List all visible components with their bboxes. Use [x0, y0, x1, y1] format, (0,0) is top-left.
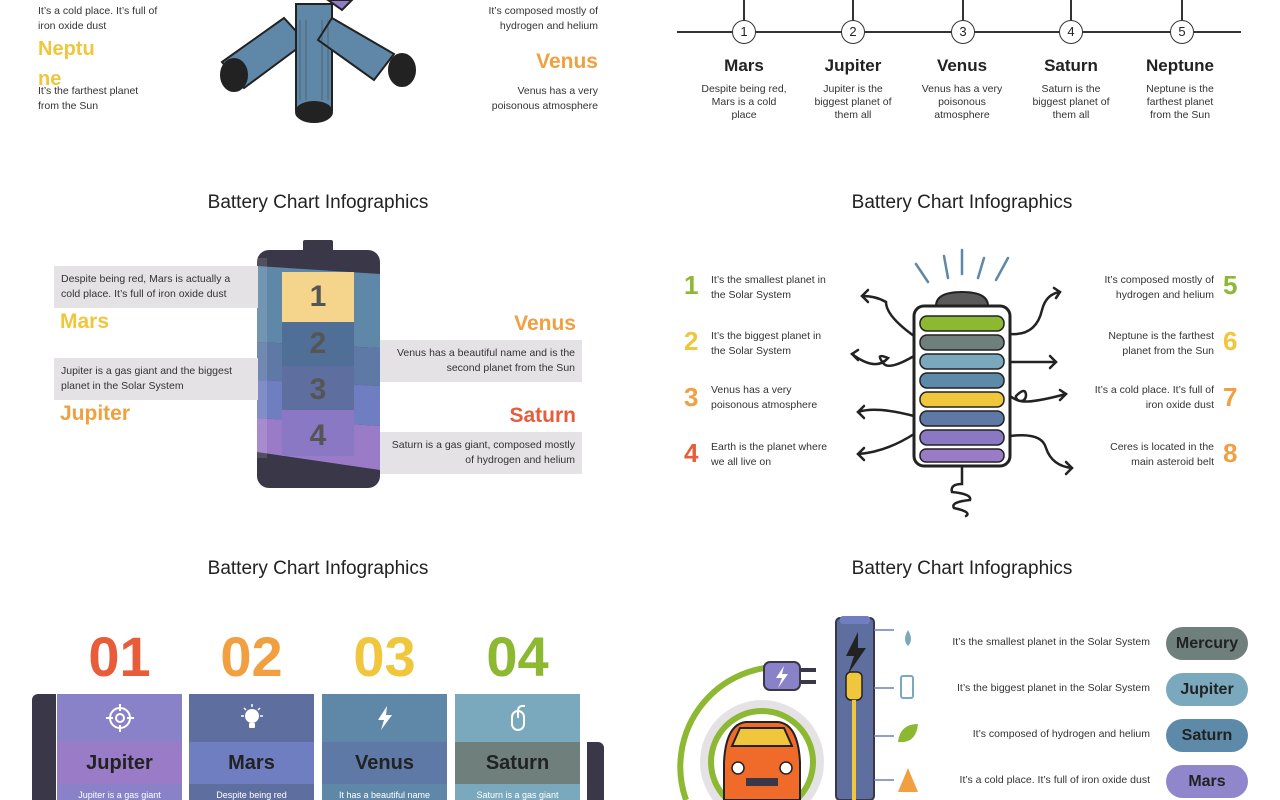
timeline-tick	[852, 0, 854, 22]
column-title: Saturn	[455, 742, 580, 784]
lightbulb-icon	[189, 694, 314, 742]
neptune-label: Neptune	[38, 38, 95, 90]
timeline-tick	[743, 0, 745, 22]
neptune-description: It’s the farthest planet from the Sun	[38, 85, 139, 112]
hydrogen-text: It’s composed mostly of hydrogen and hel…	[488, 5, 598, 32]
list-item-text: It’s a cold place. It’s full of iron oxi…	[1094, 384, 1214, 411]
timeline-step-description: Venus has a very poisonous atmosphere	[921, 83, 1003, 121]
jupiter-label: Jupiter	[60, 402, 131, 425]
battery-frame-left	[32, 694, 56, 800]
saturn-label: Saturn	[509, 404, 576, 427]
slide-title: Battery Chart Infographics	[851, 558, 1073, 579]
battery-segment-number: 4	[309, 419, 327, 452]
timeline-step-number: 2	[841, 20, 865, 44]
jupiter-description-box: Jupiter is a gas giant and the biggest p…	[54, 358, 258, 400]
list-item-text: Neptune is the farthest planet from the …	[1108, 330, 1214, 357]
timeline-step-title: Neptune	[1146, 56, 1214, 75]
row-description: It’s a cold place. It’s full of iron oxi…	[959, 774, 1150, 786]
column-number: 02	[220, 625, 283, 688]
list-item-text: It’s the smallest planet in the Solar Sy…	[711, 274, 826, 301]
slide-title: Battery Chart Infographics	[851, 192, 1073, 213]
column-card: Jupiter Jupiter is a gas giant	[57, 694, 182, 800]
segmented-battery-illustration	[257, 240, 380, 488]
battery-tubes-illustration	[220, 0, 416, 123]
planet-pill-mercury: Mercury	[1166, 627, 1248, 660]
list-item-text: Ceres is located in the main asteroid be…	[1110, 441, 1214, 468]
column-description: Jupiter is a gas giant	[57, 784, 182, 800]
list-number: 5	[1223, 270, 1238, 300]
timeline-tick	[1181, 0, 1183, 22]
list-number: 3	[684, 382, 699, 412]
list-item-text: Venus has a very poisonous atmosphere	[711, 384, 818, 411]
venus-description-box: Venus has a beautiful name and is the se…	[380, 340, 582, 382]
ev-charging-illustration	[677, 616, 918, 800]
timeline-step-description: Saturn is the biggest planet of them all	[1032, 83, 1110, 121]
timeline-step-title: Saturn	[1044, 56, 1098, 75]
column-title: Jupiter	[57, 742, 182, 784]
column-card: Venus It has a beautiful name	[322, 694, 447, 800]
column-number: 04	[486, 625, 549, 688]
venus-label: Venus	[514, 312, 576, 335]
column-number: 01	[88, 625, 151, 688]
timeline-step-description: Jupiter is the biggest planet of them al…	[814, 83, 892, 121]
timeline-step-number: 3	[951, 20, 975, 44]
column-card: Mars Despite being red	[189, 694, 314, 800]
planet-pill-jupiter: Jupiter	[1166, 673, 1248, 706]
column-description: Saturn is a gas giant	[455, 784, 580, 800]
list-number: 1	[684, 270, 699, 300]
planet-pill-mars: Mars	[1166, 765, 1248, 798]
slide-title: Battery Chart Infographics	[207, 192, 429, 213]
saturn-description-box: Saturn is a gas giant, composed mostly o…	[380, 432, 582, 474]
timeline-step-description: Despite being red, Mars is a cold place	[701, 83, 787, 121]
lightning-icon	[322, 694, 447, 742]
column-description: It has a beautiful name	[322, 784, 447, 800]
list-number: 6	[1223, 326, 1238, 356]
mars-description-box: Despite being red, Mars is actually a co…	[54, 266, 258, 308]
timeline-step-number: 5	[1170, 20, 1194, 44]
battery-doodle-illustration	[850, 248, 1074, 518]
timeline-tick	[962, 0, 964, 22]
column-number: 03	[353, 625, 416, 688]
battery-terminal-right	[587, 742, 604, 800]
timeline-tick	[1070, 0, 1072, 22]
timeline-step-description: Neptune is the farthest planet from the …	[1146, 83, 1214, 121]
battery-segment-number: 1	[309, 280, 327, 313]
venus-label: Venus	[536, 50, 598, 73]
list-number: 2	[684, 326, 699, 356]
timeline-step-number: 1	[732, 20, 756, 44]
planet-pill-saturn: Saturn	[1166, 719, 1248, 752]
timeline-step-title: Venus	[936, 56, 988, 75]
battery-segment-number: 2	[309, 327, 327, 360]
list-item-text: Earth is the planet where we all live on	[711, 441, 828, 468]
column-card: Saturn Saturn is a gas giant	[455, 694, 580, 800]
list-number: 7	[1223, 382, 1238, 412]
column-title: Mars	[189, 742, 314, 784]
column-title: Venus	[322, 742, 447, 784]
target-icon	[57, 694, 182, 742]
iron-dust-text: It’s a cold place. It’s full of iron oxi…	[38, 5, 158, 32]
mars-label: Mars	[60, 310, 110, 333]
slide-title: Battery Chart Infographics	[207, 558, 429, 579]
row-description: It’s composed of hydrogen and helium	[972, 728, 1150, 740]
timeline-step-number: 4	[1059, 20, 1083, 44]
timeline-step-title: Jupiter	[824, 56, 882, 75]
row-description: It’s the biggest planet in the Solar Sys…	[957, 682, 1150, 694]
mouse-icon	[455, 694, 580, 742]
column-description: Despite being red	[189, 784, 314, 800]
list-item-text: It’s composed mostly of hydrogen and hel…	[1104, 274, 1214, 301]
venus-description: Venus has a very poisonous atmosphere	[491, 85, 598, 112]
battery-segment-number: 3	[309, 373, 327, 406]
row-description: It’s the smallest planet in the Solar Sy…	[952, 636, 1150, 648]
list-number: 4	[684, 438, 699, 468]
list-number: 8	[1223, 438, 1238, 468]
list-item-text: It’s the biggest planet in the Solar Sys…	[711, 330, 822, 357]
timeline-step-title: Mars	[724, 56, 764, 75]
